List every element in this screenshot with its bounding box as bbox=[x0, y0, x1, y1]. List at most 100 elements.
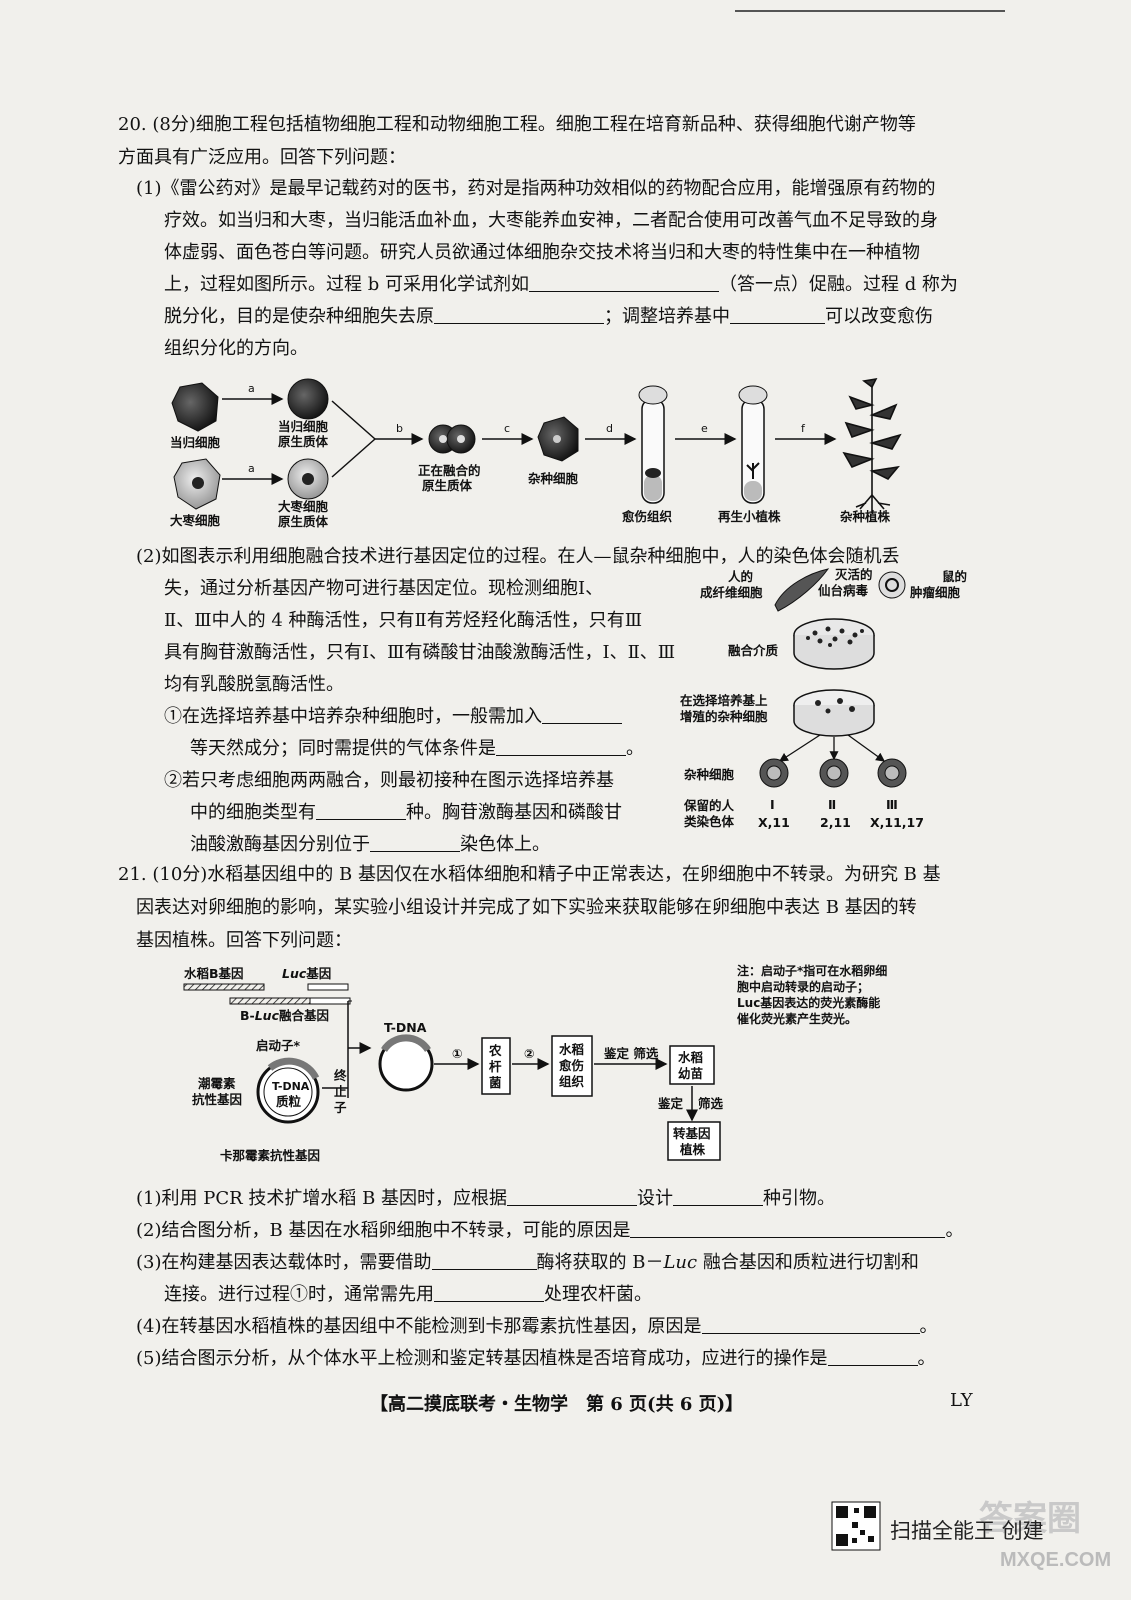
cell-roman-1: Ⅰ bbox=[770, 797, 775, 812]
watermark-scan-text: 扫描全能王 创建 bbox=[890, 1519, 1044, 1543]
text: 。 bbox=[919, 1316, 938, 1337]
rice-callus-label-3: 组织 bbox=[559, 1074, 585, 1089]
luc-italic: Luc bbox=[282, 966, 307, 981]
karyotype-2: 2,11 bbox=[820, 815, 851, 830]
fusing-label-2: 原生质体 bbox=[422, 478, 473, 493]
callus-mass bbox=[645, 468, 661, 478]
answer-blank[interactable] bbox=[528, 273, 719, 292]
mouse-label-2: 肿瘤细胞 bbox=[910, 585, 961, 600]
scanner-watermark: 答案圈 扫描全能王 创建 MXQE.COM bbox=[830, 1500, 1130, 1571]
answer-blank[interactable] bbox=[730, 305, 825, 324]
answer-blank[interactable] bbox=[630, 1219, 946, 1238]
agro-label-1: 农 bbox=[488, 1043, 502, 1058]
label-b: b bbox=[396, 422, 403, 435]
hybrid-cell-1-nucleus bbox=[766, 765, 782, 781]
b-gene-bar bbox=[183, 983, 265, 991]
q21-line-1: 21. (10分)水稻基因组中的 B 基因仅在水稻体细胞和精子中正常表达，在卵细… bbox=[118, 864, 941, 885]
q20-line-2: 方面具有广泛应用。回答下列问题： bbox=[118, 147, 406, 168]
recombinant-tdna-segment bbox=[381, 1034, 431, 1053]
q21-sub-5: (5)结合图示分析，从个体水平上检测和鉴定转基因植株是否培育成功，应进行的操作是… bbox=[136, 1344, 936, 1374]
cell-roman-2: Ⅱ bbox=[828, 797, 836, 812]
fusion-luc: Luc bbox=[255, 1008, 280, 1023]
rice-callus-box bbox=[551, 1035, 593, 1097]
plasmid-tdna-label: T-DNA bbox=[272, 1080, 310, 1093]
rice-callus-label-2: 愈伤 bbox=[559, 1058, 584, 1073]
footer-code: LY bbox=[950, 1390, 973, 1411]
fibroblast-shape bbox=[774, 568, 830, 612]
q20-p1-line-2: 疗效。如当归和大枣，当归能活血补血，大枣能养血安神，二者配合使用可改善气血不足导… bbox=[164, 210, 938, 231]
screen-2-label-b: 筛选 bbox=[698, 1096, 724, 1111]
selection-dish-colonies bbox=[815, 698, 855, 714]
figure-somatic-hybridization: 当归细胞 a 当归细胞 原生质体 大枣细胞 a 大枣细胞 原生质体 b 正在融合… bbox=[170, 377, 902, 529]
q21-sub-4: (4)在转基因水稻植株的基因组中不能检测到卡那霉素抗性基因，原因是 。 bbox=[136, 1312, 938, 1342]
rice-seedling-box bbox=[669, 1045, 715, 1085]
text: 可以改变愈伤 bbox=[825, 306, 933, 327]
answer-blank[interactable] bbox=[701, 1315, 920, 1334]
text: Luc bbox=[663, 1252, 698, 1273]
seedling-label-1: 水稻 bbox=[678, 1050, 704, 1065]
text: (5)结合图示分析，从个体水平上检测和鉴定转基因植株是否培育成功，应进行的操作是 bbox=[136, 1348, 828, 1369]
text: 处理农杆菌。 bbox=[544, 1284, 652, 1305]
text: (4)在转基因水稻植株的基因组中不能检测到卡那霉素抗性基因，原因是 bbox=[136, 1316, 702, 1337]
answer-blank[interactable] bbox=[542, 705, 622, 724]
answer-blank[interactable] bbox=[316, 801, 406, 820]
text: 油酸激酶基因分别位于 bbox=[190, 834, 370, 855]
dazao-cell-label: 大枣细胞 bbox=[170, 513, 221, 528]
retained-label-2: 类染色体 bbox=[684, 814, 735, 829]
watermark-site: MXQE.COM bbox=[1000, 1549, 1111, 1570]
transgenic-label-1: 转基因 bbox=[673, 1126, 711, 1141]
agro-label-2: 杆 bbox=[489, 1059, 502, 1074]
dazao-protoplast-label-1: 大枣细胞 bbox=[278, 499, 329, 514]
fusion-suffix: 融合基因 bbox=[279, 1008, 329, 1023]
hyg-label-1: 潮霉素 bbox=[198, 1076, 236, 1091]
hybrid-cell-nucleus bbox=[553, 435, 561, 443]
label-a-top: a bbox=[248, 382, 255, 395]
q21-sub-2: (2)结合图分析，B 基因在水稻卵细胞中不转录，可能的原因是。 bbox=[136, 1216, 963, 1246]
retained-label-1: 保留的人 bbox=[683, 798, 735, 813]
q20-line-1: 20. (8分)细胞工程包括植物细胞工程和动物细胞工程。细胞工程在培育新品种、获… bbox=[118, 114, 916, 135]
answer-blank[interactable] bbox=[827, 1347, 918, 1366]
label-c: c bbox=[504, 422, 510, 435]
answer-blank[interactable] bbox=[434, 1283, 544, 1302]
q20-p1-line-4: 上，过程如图所示。过程 b 可采用化学试剂如 （答一点）促融。过程 d 称为 bbox=[164, 270, 958, 300]
text: 上，过程如图所示。过程 b 可采用化学试剂如 bbox=[164, 274, 529, 295]
text: ①在选择培养基中培养杂种细胞时，一般需加入 bbox=[164, 706, 542, 727]
fusion-medium-label: 融合介质 bbox=[728, 643, 779, 658]
plasmid-inner-ring bbox=[263, 1067, 313, 1117]
virus-label-2: 仙台病毒 bbox=[818, 583, 869, 598]
callus-medium bbox=[644, 475, 662, 501]
tumor-cell-shape bbox=[878, 571, 906, 599]
terminator-label-3: 子 bbox=[334, 1100, 347, 1115]
plantlet-medium bbox=[744, 481, 762, 501]
text: （答一点）促融。过程 d 称为 bbox=[718, 274, 958, 295]
seedling-label-2: 幼苗 bbox=[678, 1066, 704, 1081]
danggui-cell-shape bbox=[171, 382, 219, 432]
agrobacterium-box bbox=[481, 1037, 511, 1095]
luc-suffix: 基因 bbox=[305, 966, 331, 981]
figure-cell-fusion-mapping: 人的 成纤维细胞 灭活的 仙台病毒 鼠的 肿瘤细胞 融合介质 在选择培养基上 增… bbox=[680, 567, 967, 830]
text: 染色体上。 bbox=[460, 834, 550, 855]
text: 等天然成分；同时需提供的气体条件是 bbox=[190, 738, 496, 759]
q20-p2-line-6: ①在选择培养基中培养杂种细胞时，一般需加入 bbox=[164, 702, 622, 732]
cell-roman-3: Ⅲ bbox=[886, 797, 898, 812]
text: 。 bbox=[945, 1220, 964, 1241]
q21-sub-1: (1)利用 PCR 技术扩增水稻 B 基因时，应根据设计种引物。 bbox=[136, 1184, 835, 1214]
step-1-label: ① bbox=[452, 1046, 463, 1061]
dazao-protoplast-nucleus bbox=[302, 473, 314, 485]
mouse-label-1: 鼠的 bbox=[942, 569, 967, 584]
q20-p1-line-1: (1)《雷公药对》是最早记载药对的医书，药对是指两种功效相似的药物配合应用，能增… bbox=[136, 178, 936, 199]
answer-blank[interactable] bbox=[496, 737, 626, 756]
answer-blank[interactable] bbox=[507, 1187, 638, 1206]
q20-p2-line-8: ②若只考虑细胞两两融合，则最初接种在图示选择培养基 bbox=[164, 770, 614, 791]
hybrid-cell-label: 杂种细胞 bbox=[528, 471, 579, 486]
answer-blank[interactable] bbox=[673, 1187, 764, 1206]
fusion-bar-luc bbox=[309, 997, 351, 1005]
answer-blank[interactable] bbox=[370, 833, 460, 852]
answer-blank[interactable] bbox=[431, 1251, 537, 1270]
answer-blank[interactable] bbox=[434, 305, 604, 324]
text: (3)在构建基因表达载体时，需要借助 bbox=[136, 1252, 432, 1273]
hybrid-plant-label: 杂种植株 bbox=[840, 509, 891, 524]
text: 种引物。 bbox=[763, 1188, 836, 1209]
transgenic-plant-box bbox=[667, 1121, 721, 1161]
dazao-nucleus bbox=[192, 477, 204, 489]
